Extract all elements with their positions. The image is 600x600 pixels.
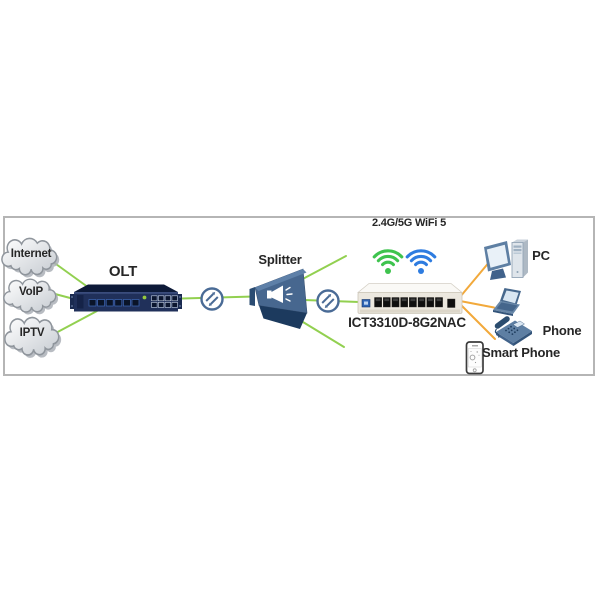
lan-link-line bbox=[459, 262, 489, 298]
olt-label: OLT bbox=[108, 263, 138, 280]
ont-router-icon bbox=[356, 283, 464, 314]
fiber-link-line bbox=[297, 318, 345, 348]
wifi-blue-icon bbox=[405, 249, 437, 274]
optical-link-icon-2 bbox=[316, 289, 340, 313]
wifi-label: 2.4G/5G WiFi 5 bbox=[371, 217, 447, 229]
lan-links bbox=[459, 262, 496, 340]
desk-phone-icon bbox=[494, 316, 532, 346]
olt-device-icon bbox=[70, 284, 182, 312]
smart-phone-label: Smart Phone bbox=[482, 345, 560, 360]
lan-link-line bbox=[459, 300, 495, 309]
splitter-label: Splitter bbox=[258, 252, 302, 267]
fiber-link-line bbox=[296, 255, 347, 283]
phone-label: Phone bbox=[542, 323, 582, 338]
laptop-icon bbox=[493, 288, 521, 316]
ont-model-label: ICT3310D-8G2NAC bbox=[348, 315, 466, 330]
wifi-green-icon bbox=[372, 249, 404, 274]
pc-label: PC bbox=[532, 248, 550, 263]
splitter-icon bbox=[249, 268, 308, 329]
smart-phone-icon bbox=[465, 341, 484, 375]
internet-label: Internet bbox=[10, 248, 52, 260]
horn-speaker-icon bbox=[267, 285, 293, 303]
pc-icon bbox=[484, 239, 528, 280]
fiber-link-line bbox=[51, 310, 98, 336]
voip-label: VoIP bbox=[19, 286, 43, 298]
iptv-label: IPTV bbox=[19, 327, 45, 339]
optical-link-icon-1 bbox=[200, 287, 224, 311]
lan-link-line bbox=[459, 303, 496, 340]
